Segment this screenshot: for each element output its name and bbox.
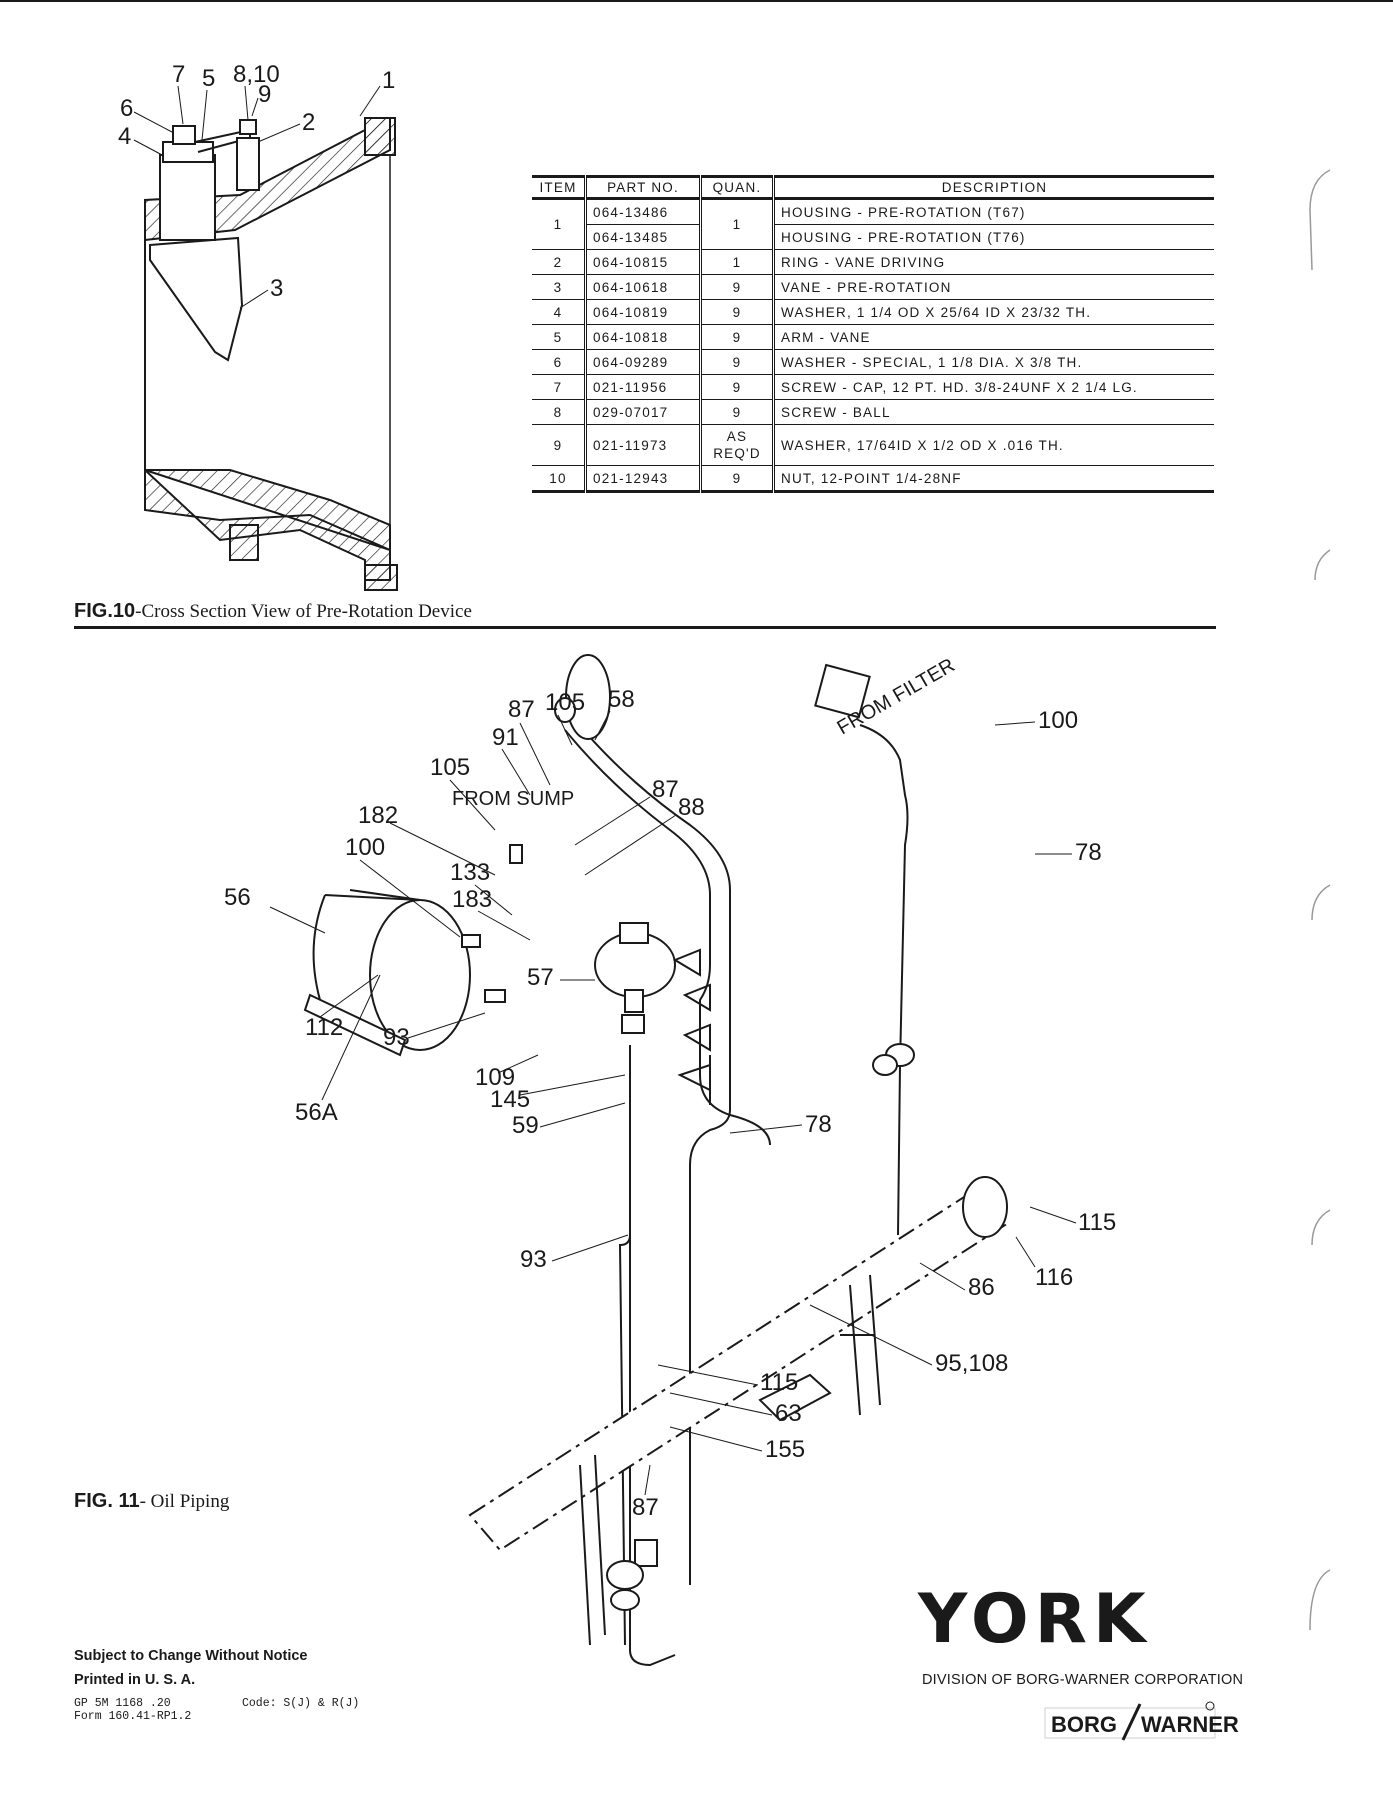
callout-105-left: 105: [430, 754, 470, 781]
callout-115-lower: 115: [760, 1369, 798, 1396]
callout-78-right: 78: [1075, 839, 1102, 866]
warner-text: WARNER: [1141, 1712, 1239, 1737]
callout-87-top: 87: [508, 696, 535, 723]
callout-100-right: 100: [1038, 707, 1078, 734]
borg-text: BORG: [1051, 1712, 1117, 1737]
callout-63: 63: [775, 1400, 802, 1427]
callout-112: 112: [305, 1014, 343, 1041]
callout-93-lower: 93: [520, 1246, 547, 1273]
borg-warner-logo: BORG WARNER: [1044, 1701, 1239, 1741]
table-row: 6 064-09289 9 WASHER - SPECIAL, 1 1/8 DI…: [532, 349, 1214, 375]
callout-145: 145: [490, 1086, 530, 1113]
callout-3: 3: [270, 275, 283, 302]
fig10-caption-text: -Cross Section View of Pre-Rotation Devi…: [135, 601, 472, 622]
callout-95-108: 95,108: [935, 1350, 1008, 1377]
callout-93-upper: 93: [383, 1024, 410, 1051]
callout-56: 56: [224, 884, 251, 911]
table-row: 4 064-10819 9 WASHER, 1 1/4 OD X 25/64 I…: [532, 299, 1214, 325]
fig10-caption: FIG.10-Cross Section View of Pre-Rotatio…: [74, 600, 472, 623]
york-logo: YORK: [918, 1580, 1152, 1659]
oil-filter-housing: [565, 654, 611, 740]
callout-115-right: 115: [1078, 1209, 1116, 1236]
table-row: 5 064-10818 9 ARM - VANE: [532, 324, 1214, 350]
callout-78-mid: 78: [805, 1111, 832, 1138]
callout-182: 182: [358, 802, 398, 829]
fig11-callouts: 87 105 58 91 105 FROM SUMP 182 87 88 100…: [224, 654, 1116, 1521]
table-row: 3 064-10618 9 VANE - PRE-ROTATION: [532, 274, 1214, 300]
header-quan: QUAN.: [699, 175, 774, 200]
callout-7: 7: [172, 61, 185, 88]
header-part-no: PART NO.: [584, 175, 701, 200]
printed-text: Printed in U. S. A.: [74, 1672, 196, 1688]
fig10-label: FIG.10: [74, 600, 136, 622]
callout-87-bottom: 87: [632, 1494, 659, 1521]
callout-86: 86: [968, 1274, 995, 1301]
callout-183: 183: [452, 886, 492, 913]
fig10-divider: [74, 626, 1216, 629]
callout-59: 59: [512, 1112, 539, 1139]
callout-6: 6: [120, 95, 133, 122]
fig11-caption: FIG. 11- Oil Piping: [74, 1490, 229, 1513]
label-from-sump: FROM SUMP: [452, 788, 574, 810]
table-row: 064-13485 HOUSING - PRE-ROTATION (T76): [532, 224, 1214, 250]
callout-87-right: 87: [652, 776, 679, 803]
parts-table: ITEM PART NO. QUAN. DESCRIPTION 1 064-13…: [532, 175, 1214, 493]
callout-57: 57: [527, 964, 554, 991]
binder-marks: [1309, 169, 1331, 1631]
callout-1: 1: [382, 67, 395, 94]
callout-56a: 56A: [295, 1099, 338, 1126]
form-number: Form 160.41-RP1.2: [74, 1710, 192, 1723]
callout-133: 133: [450, 859, 490, 886]
table-row: 10 021-12943 9 NUT, 12-POINT 1/4-28NF: [532, 465, 1214, 493]
callout-116: 116: [1035, 1264, 1073, 1291]
table-row: 2 064-10815 1 RING - VANE DRIVING: [532, 249, 1214, 275]
callout-2: 2: [302, 109, 315, 136]
callout-4: 4: [118, 123, 131, 150]
header-description: DESCRIPTION: [772, 175, 1214, 200]
callout-58: 58: [608, 686, 635, 713]
fig10-callouts: 7 5 8,10 6 9 4 2 1 3: [118, 61, 395, 309]
table-row: 1 064-13486 1 HOUSING - PRE-ROTATION (T6…: [532, 198, 1214, 250]
fig11-label: FIG. 11: [74, 1490, 140, 1512]
notice-text: Subject to Change Without Notice: [74, 1648, 308, 1664]
fig10-drawing: 7 5 8,10 6 9 4 2 1 3: [118, 61, 398, 591]
table-row: 7 021-11956 9 SCREW - CAP, 12 PT. HD. 3/…: [532, 374, 1214, 400]
gp-code: GP 5M 1168 .20: [74, 1697, 171, 1710]
callout-100-left: 100: [345, 834, 385, 861]
table-header-row: ITEM PART NO. QUAN. DESCRIPTION: [532, 175, 1214, 200]
vane-pre-rotation: [149, 236, 244, 362]
fig11-caption-text: - Oil Piping: [139, 1491, 230, 1512]
callout-88: 88: [678, 794, 705, 821]
top-border: [0, 0, 1393, 2]
header-item: ITEM: [532, 175, 586, 200]
table-row: 9 021-11973 AS REQ'D WASHER, 17/64ID X 1…: [532, 424, 1214, 466]
division-text: DIVISION OF BORG-WARNER CORPORATION: [922, 1672, 1244, 1688]
callout-8-10: 8,10: [233, 61, 280, 88]
oil-cooler: [468, 1188, 1007, 1552]
callout-105-top: 105: [545, 689, 585, 716]
callout-91: 91: [492, 724, 519, 751]
fig11-drawing: 87 105 58 91 105 FROM SUMP 182 87 88 100…: [224, 654, 1116, 1667]
callout-9: 9: [258, 81, 271, 108]
callout-155: 155: [765, 1436, 805, 1463]
callout-5: 5: [202, 65, 215, 92]
table-row: 8 029-07017 9 SCREW - BALL: [532, 399, 1214, 425]
code-text: Code: S(J) & R(J): [242, 1697, 360, 1710]
